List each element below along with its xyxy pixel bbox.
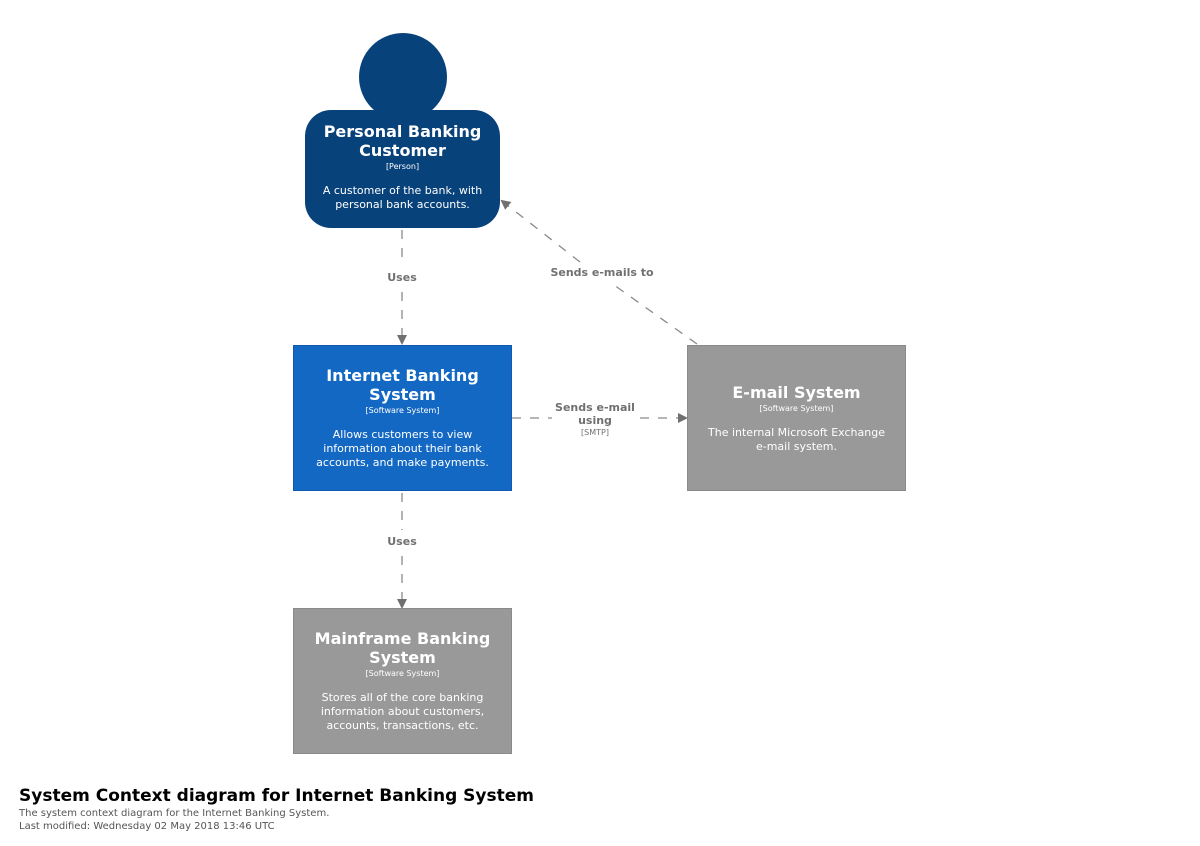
relationship-ibs-sends-email: Sends e-mail using [SMTP] (552, 401, 638, 439)
element-type: [Software System] (759, 403, 834, 413)
connector-email-sends-customer-lower (613, 284, 698, 345)
element-name: Mainframe Banking System (314, 629, 491, 667)
relationship-technology: [SMTP] (581, 428, 609, 437)
diagram-last-modified: Last modified: Wednesday 02 May 2018 13:… (19, 821, 275, 832)
connector-email-sends-customer-upper (500, 199, 581, 263)
relationship-label-email-sends-customer: Sends e-mails to (550, 266, 654, 279)
element-name: Personal Banking Customer (323, 122, 482, 160)
element-description: Stores all of the core banking informati… (320, 691, 485, 732)
element-name: Internet Banking System (326, 366, 479, 404)
element-personal-banking-customer[interactable]: Personal Banking Customer [Person] A cus… (305, 110, 500, 228)
diagram-title: System Context diagram for Internet Bank… (19, 786, 534, 806)
element-email-system[interactable]: E-mail System [Software System] The inte… (687, 345, 906, 491)
diagram-description: The system context diagram for the Inter… (19, 808, 330, 819)
element-mainframe-banking-system[interactable]: Mainframe Banking System [Software Syste… (293, 608, 512, 754)
element-description: A customer of the bank, with personal ba… (322, 184, 483, 211)
element-type: [Software System] (365, 406, 440, 415)
relationship-label-ibs-uses-mainframe: Uses (387, 535, 417, 548)
element-description: Allows customers to view information abo… (316, 428, 489, 469)
person-head-icon (359, 33, 447, 121)
element-name: E-mail System (732, 382, 861, 402)
relationship-label-customer-uses-ibs: Uses (387, 271, 417, 284)
element-type: [Person] (385, 162, 420, 171)
element-internet-banking-system[interactable]: Internet Banking System [Software System… (293, 345, 512, 491)
relationship-label: Sends e-mail using (555, 401, 635, 427)
element-description: The internal Microsoft Exchange e-mail s… (708, 425, 885, 453)
diagram-key: System Context diagram for Internet Bank… (19, 785, 534, 833)
element-type: [Software System] (365, 669, 440, 678)
